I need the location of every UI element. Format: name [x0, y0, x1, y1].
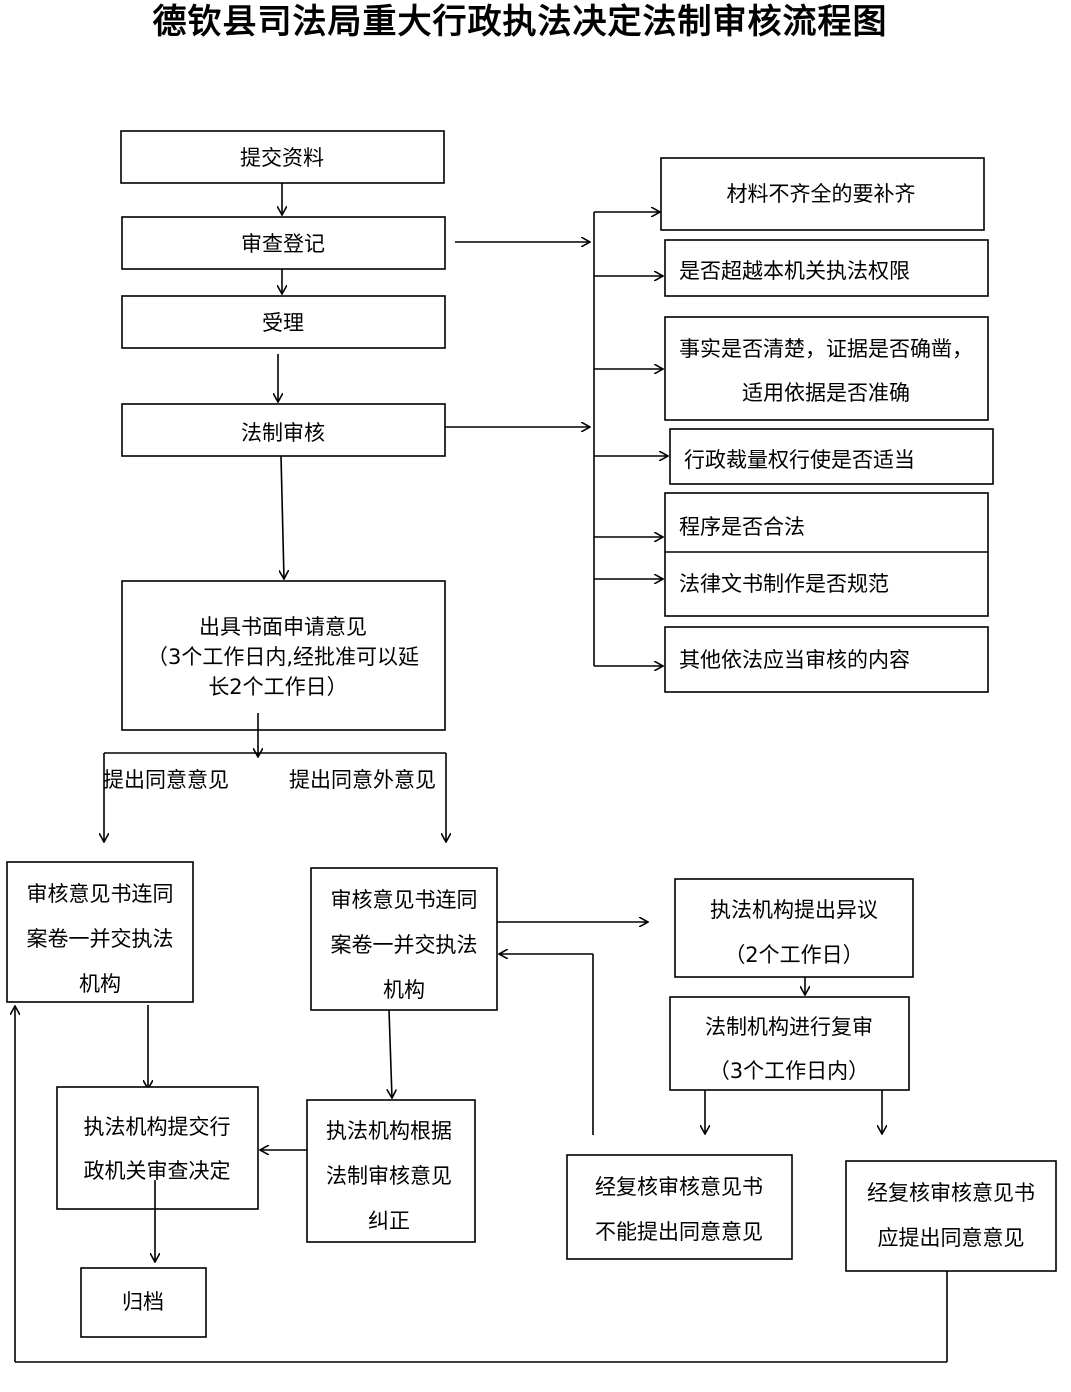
register-label: 审查登记 — [241, 232, 325, 256]
check-box-4 — [669, 428, 994, 485]
submit-box — [120, 130, 445, 184]
middle-doc-box — [310, 867, 498, 1011]
recheck-box — [669, 996, 910, 1091]
check-label-2: 是否超越本机关执法权限 — [679, 259, 910, 283]
check-box-3 — [664, 316, 989, 421]
check-label-3b: 适用依据是否准确 — [742, 381, 910, 405]
correct-box — [306, 1099, 476, 1243]
submit-label: 提交资料 — [240, 146, 324, 170]
opinion-line-3: 长2个工作日） — [208, 675, 347, 699]
middle-doc-line-1: 审核意见书连同 — [331, 888, 478, 912]
check-box-5 — [664, 492, 989, 617]
check-box-7 — [664, 626, 989, 693]
left-doc-line-2: 案卷一并交执法 — [27, 927, 174, 951]
objection-line-2: （2个工作日） — [724, 943, 863, 967]
legal-review-label: 法制审核 — [241, 421, 325, 445]
legal-review-box — [121, 403, 446, 457]
correct-line-3: 纠正 — [368, 1209, 410, 1233]
check-label-3a: 事实是否清楚，证据是否确凿， — [679, 337, 973, 361]
check-label-5: 程序是否合法 — [679, 515, 805, 539]
archive-label: 归档 — [122, 1290, 164, 1314]
no-agree-line-2: 不能提出同意意见 — [595, 1220, 763, 1244]
opinion-line-2: （3个工作日内,经批准可以延 — [147, 645, 419, 669]
opinion-box — [121, 580, 446, 731]
branch-disagree-label: 提出同意外意见 — [289, 768, 436, 792]
middle-doc-line-2: 案卷一并交执法 — [331, 933, 478, 957]
archive-box — [80, 1267, 207, 1338]
page-title: 德钦县司法局重大行政执法决定法制审核流程图 — [152, 2, 888, 42]
correct-line-1: 执法机构根据 — [326, 1119, 452, 1143]
arrow-review-opinion — [281, 455, 284, 579]
check-label-7: 其他依法应当审核的内容 — [679, 648, 910, 672]
objection-box — [674, 878, 914, 978]
branch-agree-label: 提出同意意见 — [103, 768, 229, 792]
left-doc-line-1: 审核意见书连同 — [27, 882, 174, 906]
check-box-2 — [664, 239, 989, 297]
left-submit-line-1: 执法机构提交行 — [84, 1115, 231, 1139]
arrow-middoc-correct — [389, 1009, 392, 1098]
agree-box — [845, 1160, 1057, 1272]
check-label-4: 行政裁量权行使是否适当 — [684, 448, 915, 472]
check-label-6: 法律文书制作是否规范 — [679, 572, 889, 596]
accept-label: 受理 — [262, 311, 304, 335]
agree-line-2: 应提出同意意见 — [878, 1226, 1025, 1250]
middle-doc-line-3: 机构 — [383, 978, 425, 1002]
register-box — [121, 216, 446, 270]
left-submit-line-2: 政机关审查决定 — [84, 1159, 231, 1183]
left-doc-box — [6, 861, 194, 1003]
objection-line-1: 执法机构提出异议 — [710, 898, 878, 922]
agree-line-1: 经复核审核意见书 — [867, 1181, 1035, 1205]
correct-line-2: 法制审核意见 — [326, 1164, 452, 1188]
accept-box — [121, 295, 446, 349]
recheck-line-1: 法制机构进行复审 — [705, 1015, 873, 1039]
left-submit-box — [56, 1086, 259, 1210]
recheck-line-2: （3个工作日内） — [709, 1059, 869, 1083]
opinion-line-1: 出具书面申请意见 — [199, 615, 367, 639]
left-doc-line-3: 机构 — [79, 972, 121, 996]
no-agree-box — [566, 1154, 793, 1260]
check-box-1 — [660, 157, 985, 231]
no-agree-line-1: 经复核审核意见书 — [595, 1175, 763, 1199]
check-label-1: 材料不齐全的要补齐 — [727, 182, 916, 206]
